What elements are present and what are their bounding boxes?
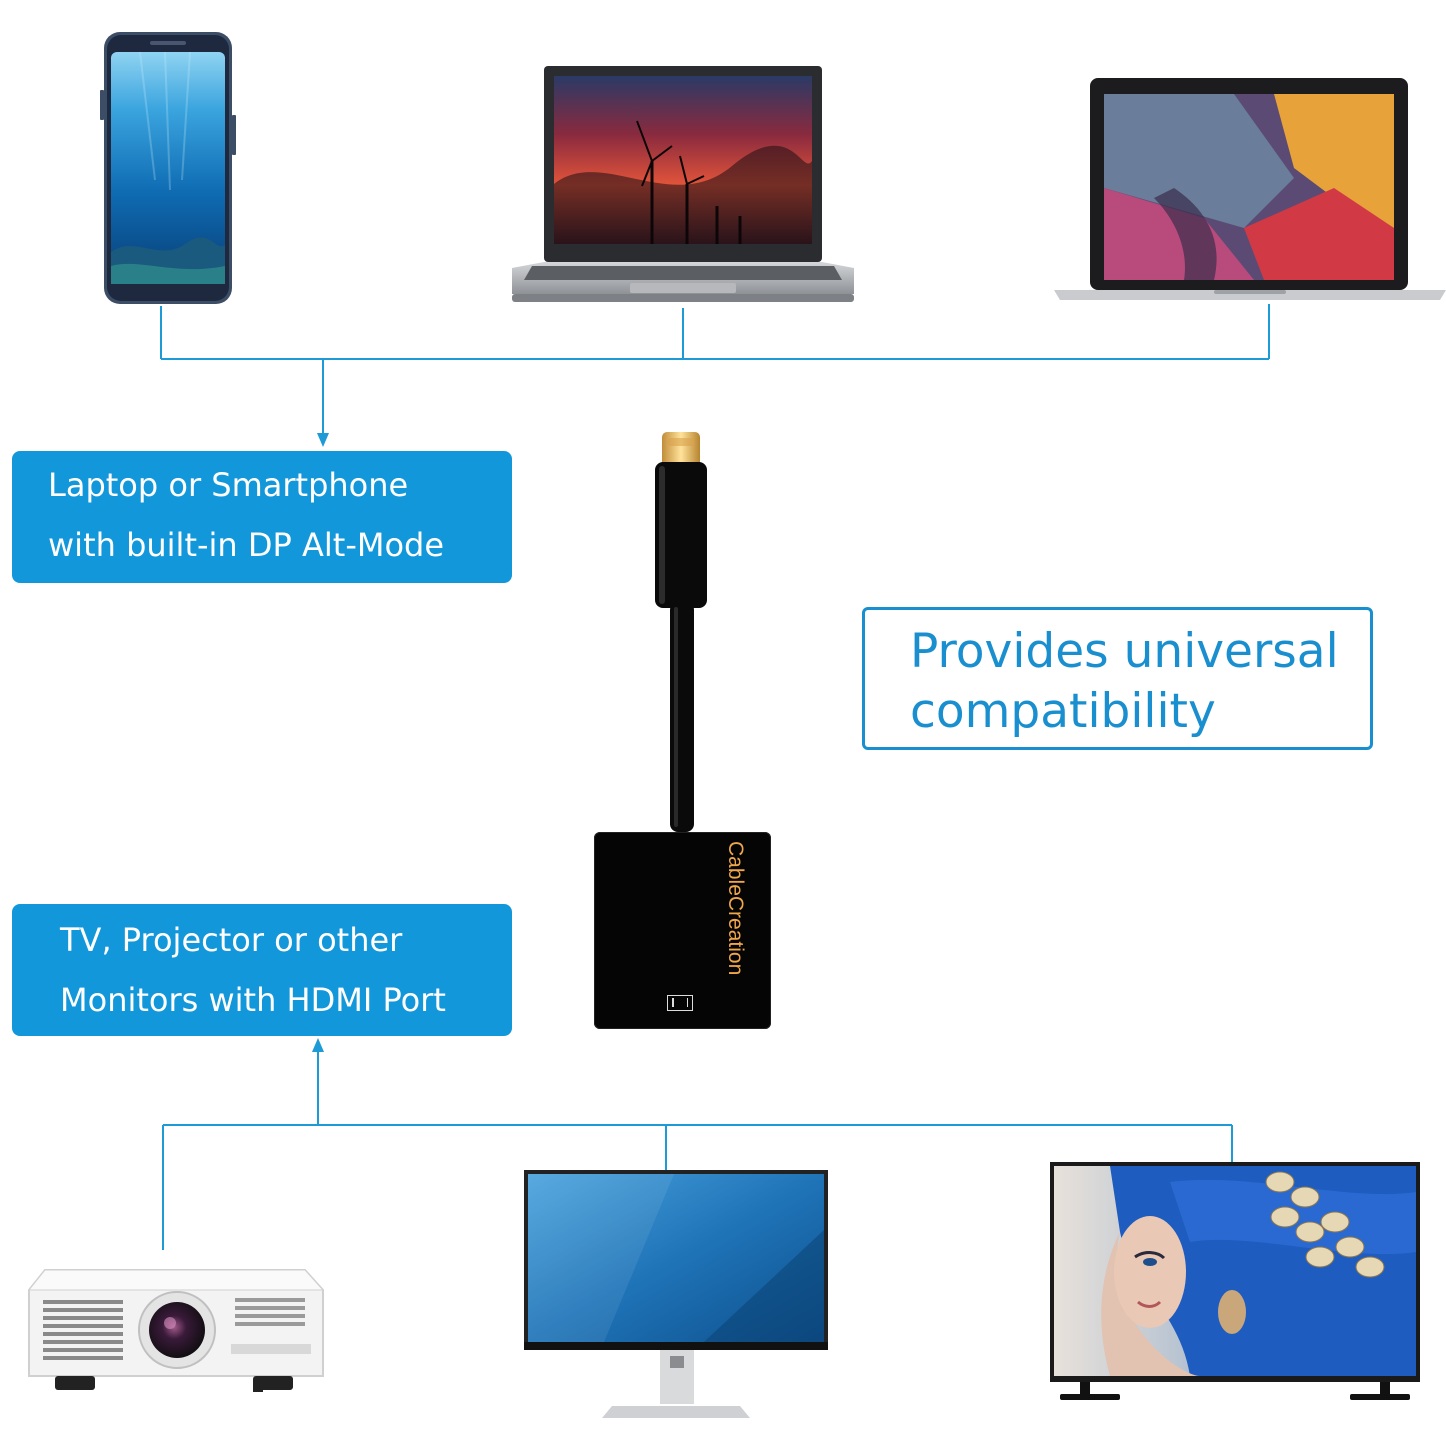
- compatibility-callout-line-1: Provides universal: [910, 624, 1339, 679]
- display-devices-label: TV, Projector or other Monitors with HDM…: [12, 904, 512, 1036]
- compatibility-callout-line-2: compatibility: [910, 684, 1216, 739]
- source-devices-label-line-2: with built-in DP Alt-Mode: [48, 526, 445, 564]
- arrow-down-icon: [317, 433, 329, 447]
- projector-image: [27, 1269, 325, 1392]
- brand-label: CableCreation: [724, 841, 747, 976]
- arrow-up-icon: [312, 1038, 324, 1052]
- smartphone-image: [100, 32, 236, 304]
- hdmi-adapter-body: [594, 832, 771, 1029]
- source-devices-label: Laptop or Smartphone with built-in DP Al…: [12, 451, 512, 583]
- computer-monitor-image: [524, 1170, 828, 1418]
- compatibility-callout: Provides universal compatibility: [862, 607, 1373, 750]
- display-devices-label-line-1: TV, Projector or other: [60, 921, 403, 959]
- hdmi-port-icon: [667, 995, 693, 1011]
- usb-c-connector-image: [655, 432, 707, 832]
- tv-image: [1050, 1162, 1420, 1400]
- macbook-image: [1054, 78, 1446, 300]
- windows-laptop-image: [512, 66, 854, 302]
- display-devices-label-line-2: Monitors with HDMI Port: [60, 981, 446, 1019]
- source-devices-label-line-1: Laptop or Smartphone: [48, 466, 409, 504]
